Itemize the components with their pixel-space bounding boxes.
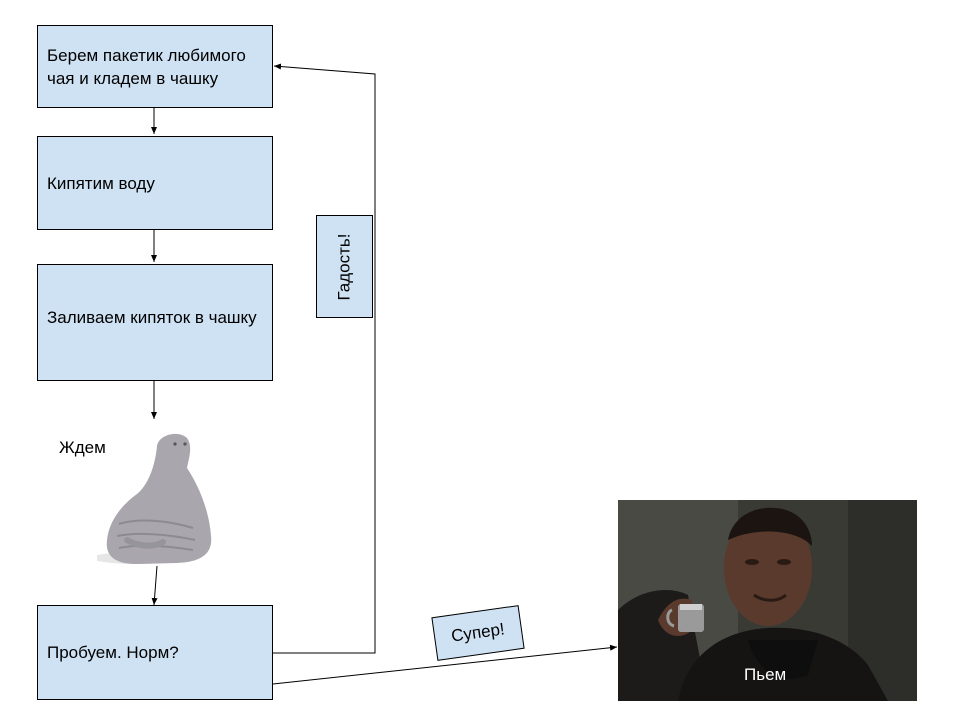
step-text-tea-bag: Берем пакетик любимого чая и кладем в ча…	[47, 45, 246, 88]
waiting-creature-image	[97, 433, 212, 564]
drink-label: Пьем	[744, 665, 787, 684]
step-box-boil-water: Кипятим воду	[37, 136, 273, 230]
drinking-tea-photo: Пьем	[618, 500, 917, 701]
step-box-taste: Пробуем. Норм?	[37, 605, 273, 700]
step-box-pour-water: Заливаем кипяток в чашку	[37, 264, 273, 381]
step-box-tea-bag: Берем пакетик любимого чая и кладем в ча…	[37, 25, 273, 108]
edge-text-disgusting: Гадость!	[334, 233, 354, 300]
arrow-step4-to-drink	[272, 644, 618, 685]
step-text-taste: Пробуем. Норм?	[47, 643, 179, 662]
loop-back-connector	[273, 63, 376, 654]
arrow-wait-to-step4	[151, 565, 158, 606]
step-text-pour-water: Заливаем кипяток в чашку	[47, 308, 257, 327]
edge-label-disgusting: Гадость!	[316, 215, 373, 318]
step-text-boil-water: Кипятим воду	[47, 173, 155, 193]
edge-text-great: Супер!	[450, 619, 506, 646]
wait-label: Ждем	[59, 438, 106, 457]
photo-illustration	[618, 500, 917, 701]
